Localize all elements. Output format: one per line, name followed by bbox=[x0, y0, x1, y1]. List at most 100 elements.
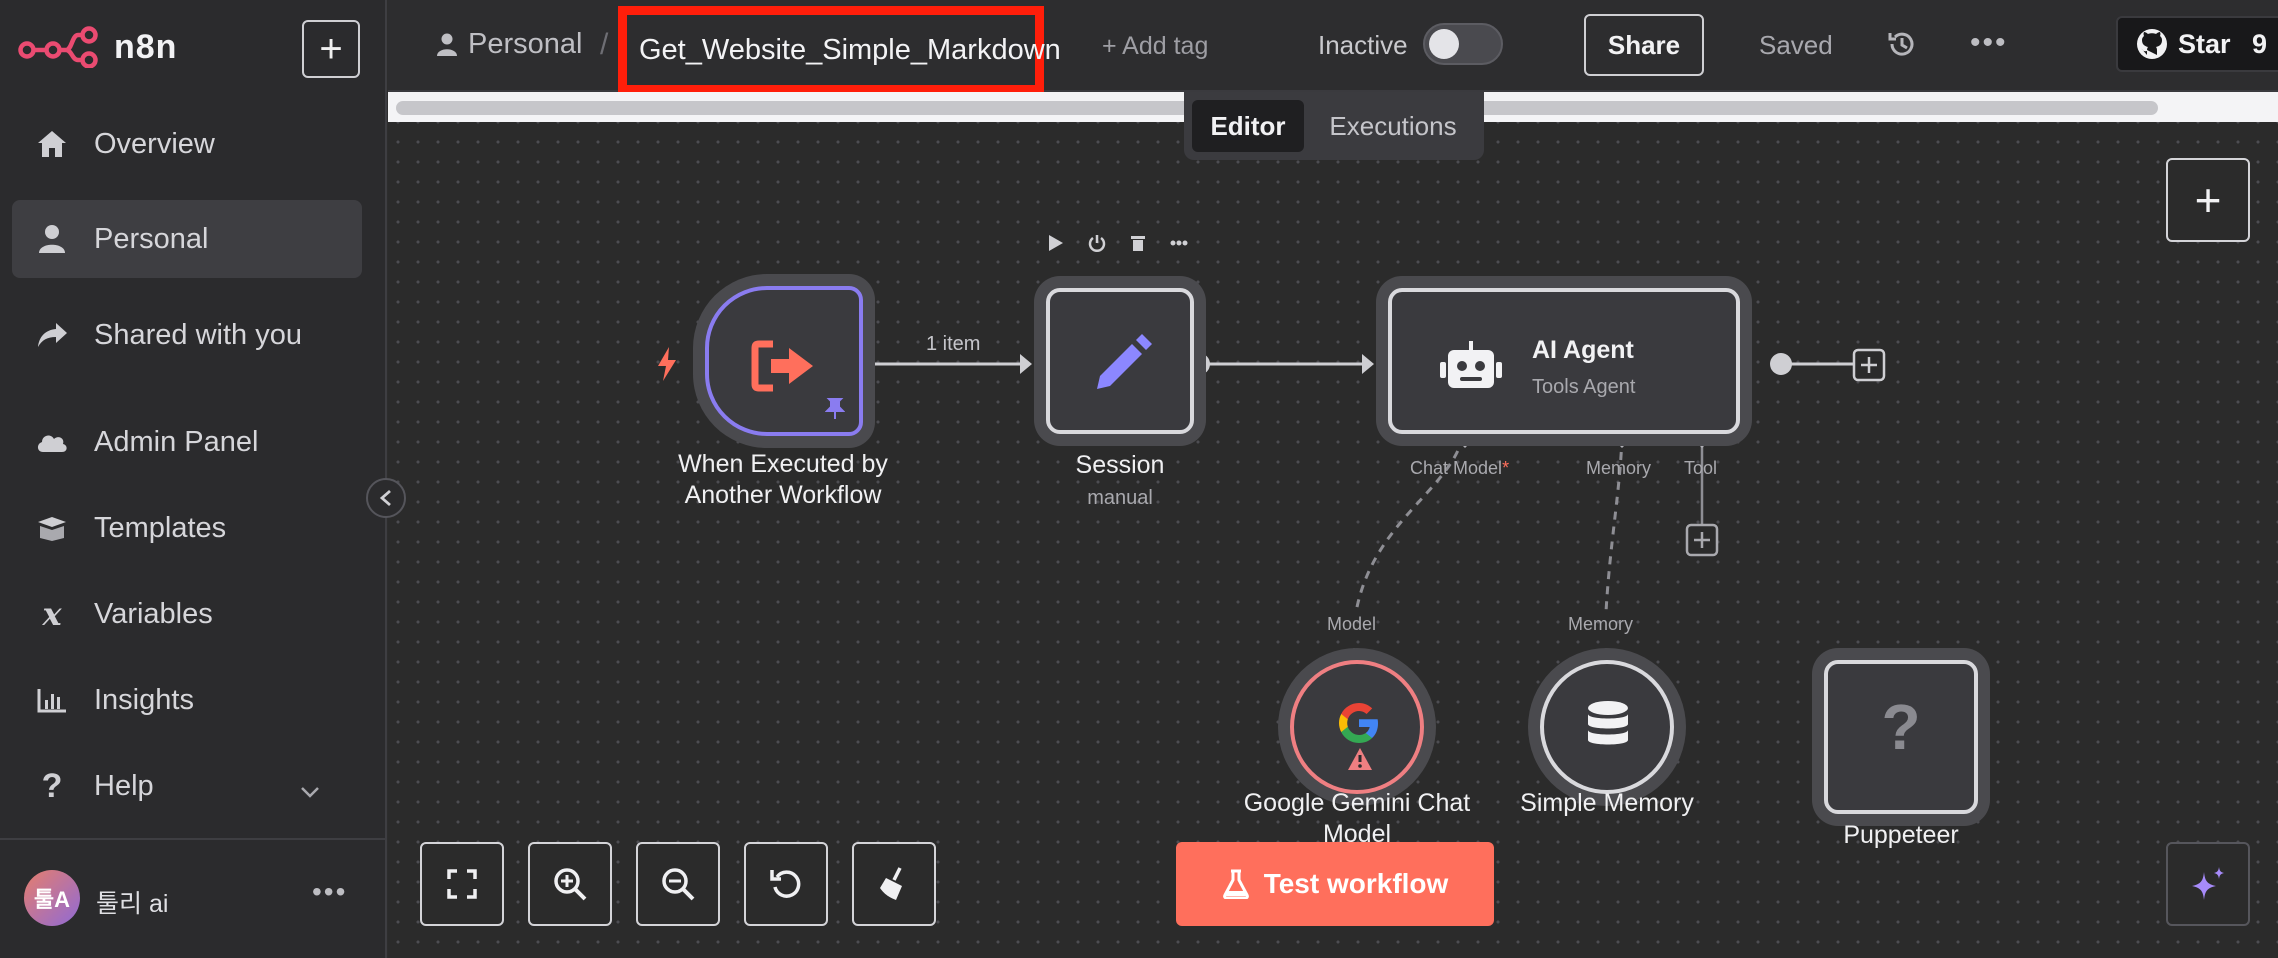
share-icon bbox=[34, 317, 70, 353]
breadcrumb-separator: / bbox=[600, 28, 609, 61]
undo-icon bbox=[770, 870, 801, 898]
expand-icon bbox=[447, 869, 477, 899]
user-menu: 툴A 툴리 ai ••• bbox=[0, 838, 385, 958]
play-icon[interactable] bbox=[1048, 234, 1064, 252]
chevron-down-icon bbox=[300, 773, 320, 806]
sidebar-item-insights[interactable]: Insights bbox=[12, 661, 362, 739]
github-star-label: Star bbox=[2178, 28, 2231, 59]
test-workflow-label: Test workflow bbox=[1263, 868, 1449, 899]
more-options-icon[interactable]: ••• bbox=[1970, 26, 2008, 59]
breadcrumb-project[interactable]: Personal bbox=[436, 28, 582, 61]
google-icon bbox=[1339, 703, 1378, 743]
home-icon bbox=[34, 126, 70, 162]
workflow-header: Personal / Get_Website_Simple_Markdown +… bbox=[388, 0, 2278, 94]
chat-model-handle-label: Chat Model* bbox=[1410, 458, 1510, 478]
user-icon bbox=[34, 221, 70, 257]
sidebar-item-variables[interactable]: x Variables bbox=[12, 575, 362, 653]
reset-zoom-button[interactable] bbox=[744, 842, 828, 926]
sign-out-icon bbox=[751, 340, 813, 392]
connection-trigger-session[interactable] bbox=[858, 354, 1032, 374]
sidebar-item-help[interactable]: ? Help bbox=[12, 747, 362, 825]
node-simple-memory[interactable] bbox=[1540, 660, 1674, 794]
session-input-handle[interactable] bbox=[1035, 354, 1044, 374]
tab-executions[interactable]: Executions bbox=[1329, 110, 1457, 141]
sidebar-item-overview[interactable]: Overview bbox=[12, 105, 362, 183]
unknown-node-icon: ? bbox=[1881, 691, 1921, 763]
sidebar-item-label: Variables bbox=[94, 597, 213, 630]
history-icon[interactable] bbox=[1886, 28, 1918, 65]
connection-gemini-model[interactable] bbox=[1354, 436, 1465, 613]
zoom-in-icon bbox=[554, 868, 587, 901]
sidebar-item-templates[interactable]: Templates bbox=[12, 489, 362, 567]
tab-editor[interactable]: Editor bbox=[1192, 100, 1304, 152]
node-agent-title: AI Agent bbox=[1532, 336, 1634, 364]
workflow-name-field[interactable]: Get_Website_Simple_Markdown bbox=[618, 6, 1061, 94]
node-session-subtitle: manual bbox=[1087, 487, 1153, 509]
lightning-icon bbox=[658, 347, 676, 381]
workflow-status-label: Inactive bbox=[1318, 30, 1408, 60]
more-options-icon[interactable]: ••• bbox=[312, 876, 348, 907]
add-output-node-icon[interactable] bbox=[1852, 348, 1886, 382]
sparkle-icon bbox=[2192, 867, 2224, 900]
sidebar-item-label: Personal bbox=[94, 222, 209, 255]
sidebar-item-admin-panel[interactable]: Admin Panel bbox=[12, 403, 362, 481]
saved-status: Saved bbox=[1759, 30, 1833, 60]
github-star-count[interactable]: 9 bbox=[2246, 16, 2278, 72]
pin-icon bbox=[825, 398, 845, 419]
connection-memory[interactable] bbox=[1604, 436, 1624, 613]
sidebar-item-label: Overview bbox=[94, 127, 215, 160]
sidebar-item-label: Shared with you bbox=[94, 318, 302, 351]
ask-ai-button[interactable] bbox=[2166, 842, 2250, 926]
sidebar-item-personal[interactable]: Personal bbox=[12, 200, 362, 278]
activate-toggle[interactable] bbox=[1423, 23, 1503, 65]
trash-icon[interactable] bbox=[1130, 234, 1146, 252]
node-trigger-label: When Executed by Another Workflow bbox=[678, 450, 888, 509]
variable-icon: x bbox=[42, 595, 62, 633]
user-name: 툴리 ai bbox=[96, 890, 169, 918]
zoom-out-button[interactable] bbox=[636, 842, 720, 926]
broom-icon bbox=[880, 867, 902, 900]
add-tool-icon[interactable] bbox=[1685, 523, 1719, 557]
node-session[interactable] bbox=[1046, 288, 1194, 434]
collapse-sidebar-button[interactable] bbox=[366, 478, 406, 518]
warning-icon bbox=[1348, 748, 1372, 770]
box-open-icon bbox=[34, 510, 70, 546]
node-execute-workflow-trigger[interactable] bbox=[705, 286, 863, 436]
n8n-logo[interactable]: n8n bbox=[18, 26, 177, 68]
node-puppeteer-label: Puppeteer bbox=[1843, 821, 1959, 849]
node-memory-label: Simple Memory bbox=[1520, 789, 1694, 817]
node-ai-agent[interactable]: AI Agent Tools Agent bbox=[1388, 288, 1740, 434]
view-tabs: Editor Executions bbox=[1184, 92, 1484, 160]
zoom-in-button[interactable] bbox=[528, 842, 612, 926]
fit-view-button[interactable] bbox=[420, 842, 504, 926]
share-button[interactable]: Share bbox=[1584, 14, 1704, 76]
node-agent-subtitle: Tools Agent bbox=[1532, 376, 1636, 398]
app-name: n8n bbox=[114, 27, 178, 66]
connection-session-agent[interactable] bbox=[1200, 354, 1374, 374]
sidebar-item-label: Help bbox=[94, 769, 154, 802]
user-icon bbox=[437, 33, 457, 56]
agent-output-handle[interactable] bbox=[1770, 353, 1792, 375]
robot-icon bbox=[1440, 341, 1502, 388]
tool-handle-label: Tool bbox=[1684, 458, 1718, 478]
test-workflow-button[interactable]: Test workflow bbox=[1176, 842, 1494, 926]
sidebar-item-label: Admin Panel bbox=[94, 425, 259, 458]
gemini-model-handle-label: Model bbox=[1327, 614, 1377, 634]
add-tag-button[interactable]: + Add tag bbox=[1102, 32, 1209, 60]
add-node-button[interactable]: + bbox=[2166, 158, 2250, 242]
node-google-gemini-chat-model[interactable] bbox=[1290, 660, 1424, 794]
question-icon: ? bbox=[41, 766, 63, 805]
node-puppeteer[interactable]: ? bbox=[1824, 660, 1978, 814]
tidy-up-button[interactable] bbox=[852, 842, 936, 926]
avatar[interactable]: 툴A bbox=[24, 870, 80, 926]
workflow-canvas[interactable]: Editor Executions bbox=[388, 92, 2278, 958]
sidebar: n8n + Overview Personal Shared with you … bbox=[0, 0, 387, 958]
power-icon[interactable] bbox=[1088, 234, 1106, 252]
node-session-title: Session bbox=[1075, 451, 1165, 479]
connection-item-count: 1 item bbox=[926, 333, 981, 355]
pencil-icon bbox=[1097, 334, 1152, 389]
agent-input-handle[interactable] bbox=[1377, 354, 1386, 374]
more-options-icon[interactable] bbox=[1170, 240, 1188, 246]
sidebar-item-shared[interactable]: Shared with you bbox=[12, 296, 362, 374]
create-new-button[interactable]: + bbox=[302, 20, 360, 78]
